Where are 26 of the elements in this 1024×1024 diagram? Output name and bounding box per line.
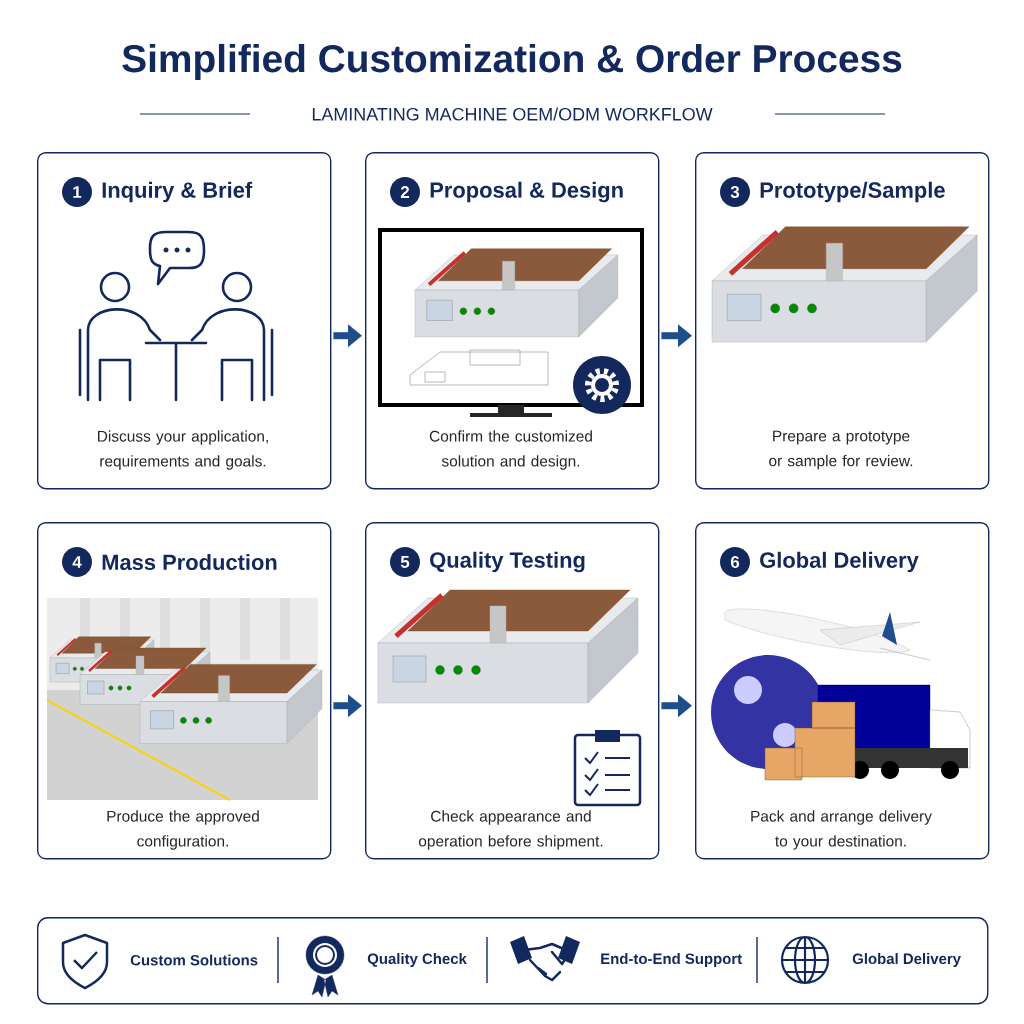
step-heading: Inquiry & Brief	[102, 181, 253, 203]
step-heading: Quality Testing	[430, 551, 585, 573]
step-description: Check appearance and operation before shipment.	[418, 810, 603, 850]
feature-label: Custom Solutions	[130, 954, 258, 966]
feature-bar	[37, 917, 989, 1005]
step-description: Pack and arrange delivery to your destination.	[751, 810, 932, 850]
step-description: Confirm the customized solution and design.	[429, 430, 592, 470]
step-heading: Prototype/Sample	[760, 181, 945, 203]
step-number: 4	[62, 547, 92, 577]
step-description: Prepare a prototype or sample for review.	[769, 430, 913, 470]
step-number: 2	[390, 177, 420, 207]
step-description: Discuss your application, requirements and goals.	[98, 430, 268, 470]
step-number: 1	[62, 177, 92, 207]
step-heading: Proposal & Design	[430, 181, 623, 203]
feature-label: Global Delivery	[852, 953, 961, 967]
step-number: 5	[390, 547, 420, 577]
step-heading: Global Delivery	[760, 551, 919, 573]
title: Simplified Customization & Order Process	[122, 43, 902, 81]
subtitle: LAMINATING MACHINE OEM/ODM WORKFLOW	[312, 107, 713, 121]
step-number: 3	[720, 177, 750, 207]
step-number: 6	[720, 547, 750, 577]
step-description: Produce the approved configuration.	[107, 810, 259, 850]
feature-label: End-to-End Support	[601, 953, 742, 967]
step-card	[37, 152, 332, 490]
step-heading: Mass Production	[102, 553, 277, 571]
feature-label: Quality Check	[367, 953, 467, 967]
